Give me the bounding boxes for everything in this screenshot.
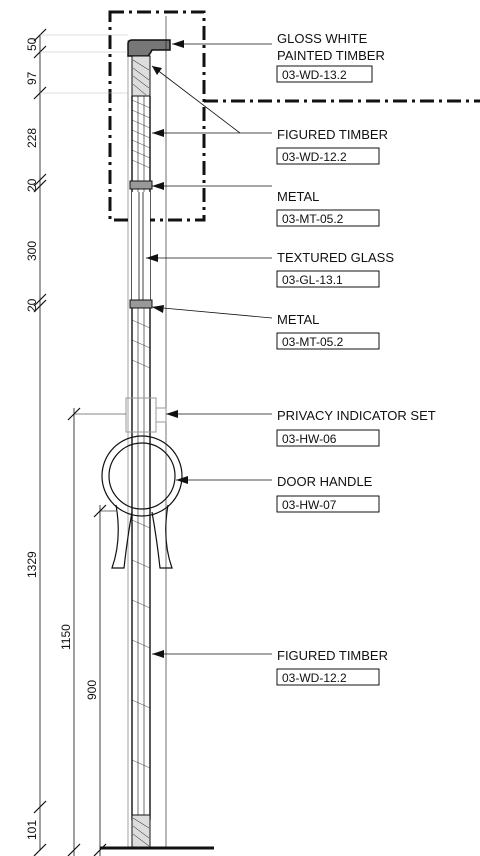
privacy-indicator (125, 397, 167, 433)
callout-label-gloss-white-line1: GLOSS WHITE (277, 31, 368, 46)
callout-code-gloss-white: 03-WD-13.2 (282, 68, 347, 82)
callout-code-privacy-indicator: 03-HW-06 (282, 432, 337, 446)
callout-label-metal-lower: METAL (277, 312, 319, 327)
dim-1329: 1329 (25, 551, 39, 578)
dim-97: 97 (25, 71, 39, 85)
dimension-chain-left: 50 97 228 20 300 20 1329 101 (25, 28, 128, 856)
dim-50: 50 (25, 37, 39, 51)
dimension-1150: 1150 (59, 407, 126, 856)
dim-228: 228 (25, 128, 39, 148)
callout-code-door-handle: 03-HW-07 (282, 498, 337, 512)
dim-1150: 1150 (59, 624, 73, 650)
callout-label-privacy-indicator: PRIVACY INDICATOR SET (277, 408, 436, 423)
callout-label-figured-timber-lower: FIGURED TIMBER (277, 648, 388, 663)
callout-label-door-handle: DOOR HANDLE (277, 474, 373, 489)
dim-101: 101 (25, 820, 39, 840)
callout-code-figured-timber-upper: 03-WD-12.2 (282, 150, 347, 164)
door-handle (101, 435, 183, 569)
door-leaf-section (100, 16, 214, 850)
detail-boundary (108, 10, 480, 222)
dim-300: 300 (25, 241, 39, 261)
callout-label-gloss-white-line2: PAINTED TIMBER (277, 48, 385, 63)
callout-code-metal-lower: 03-MT-05.2 (282, 335, 344, 349)
callout-label-figured-timber-upper: FIGURED TIMBER (277, 127, 388, 142)
callout-label-textured-glass: TEXTURED GLASS (277, 250, 394, 265)
callout-code-textured-glass: 03-GL-13.1 (282, 273, 343, 287)
dim-20-lower: 20 (25, 298, 39, 312)
callout-labels: GLOSS WHITE PAINTED TIMBER 03-WD-13.2 FI… (276, 31, 436, 686)
dim-900: 900 (85, 680, 99, 700)
callout-label-metal-upper: METAL (277, 189, 319, 204)
dim-20-upper: 20 (25, 178, 39, 192)
callout-code-figured-timber-lower: 03-WD-12.2 (282, 671, 347, 685)
callout-code-metal-upper: 03-MT-05.2 (282, 212, 344, 226)
dimension-900: 900 (85, 504, 116, 856)
leader-lines (146, 40, 273, 658)
